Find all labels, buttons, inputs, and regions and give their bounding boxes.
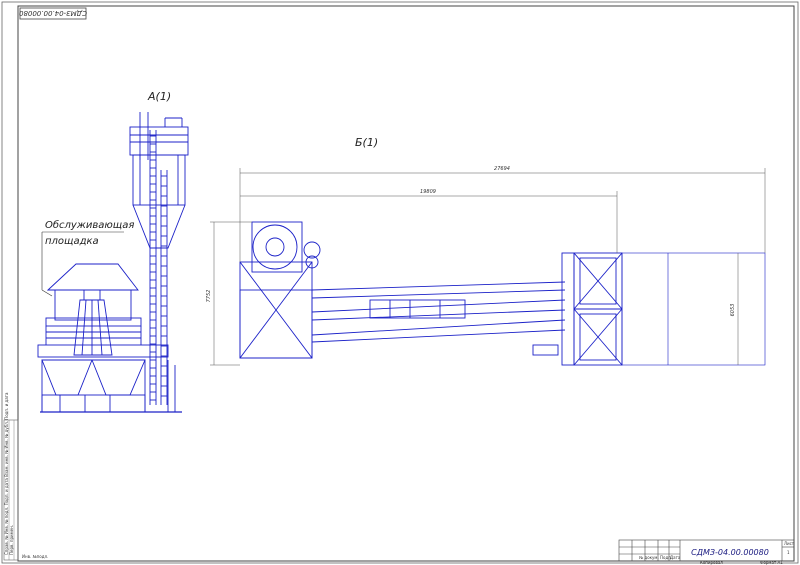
side-stamp-line1: Справ. № Инв. № подл. Подп. и дата Взам.… xyxy=(4,392,9,555)
title-block-sheet-number: 1 xyxy=(787,550,790,555)
title-block-copied: Копировал xyxy=(700,560,723,565)
title-block-code: СДМЗ-04.00.00080 xyxy=(691,548,769,557)
dim-partial-length: 19809 xyxy=(420,189,436,195)
side-stamp-line2: Перв. примен. xyxy=(9,525,14,555)
title-block-sign: Подп. xyxy=(660,555,672,560)
title-block-sheet-label: Лист xyxy=(784,541,795,546)
callout-line2: площадка xyxy=(45,236,99,247)
title-block-format: Формат А1 xyxy=(760,560,783,565)
view-a-elevation xyxy=(37,112,189,413)
service-platform-callout: Обслуживающая площадка xyxy=(41,219,134,297)
dimensions xyxy=(210,168,766,366)
title-block-date: Дата xyxy=(670,555,681,560)
top-stamp: СДМЗ-04.00.00080 xyxy=(18,7,87,20)
dim-left-height: 7752 xyxy=(206,290,212,303)
title-block-doc: № докум. xyxy=(639,555,659,560)
callout-line1: Обслуживающая xyxy=(45,219,134,231)
title-block xyxy=(618,539,795,562)
dim-overall-length: 27694 xyxy=(494,166,510,172)
view-b-plan xyxy=(239,221,766,366)
top-stamp-text: СДМЗ-04.00.00080 xyxy=(18,9,86,17)
side-stamp-bottom: Инв. №подл. xyxy=(22,554,48,559)
view-b-label: Б(1) xyxy=(355,136,378,149)
side-stamp: Справ. № Инв. № подл. Подп. и дата Взам.… xyxy=(3,392,48,561)
inner-frame xyxy=(17,5,795,562)
dim-right-height: 6053 xyxy=(730,304,736,317)
view-a-label: А(1) xyxy=(147,90,171,103)
